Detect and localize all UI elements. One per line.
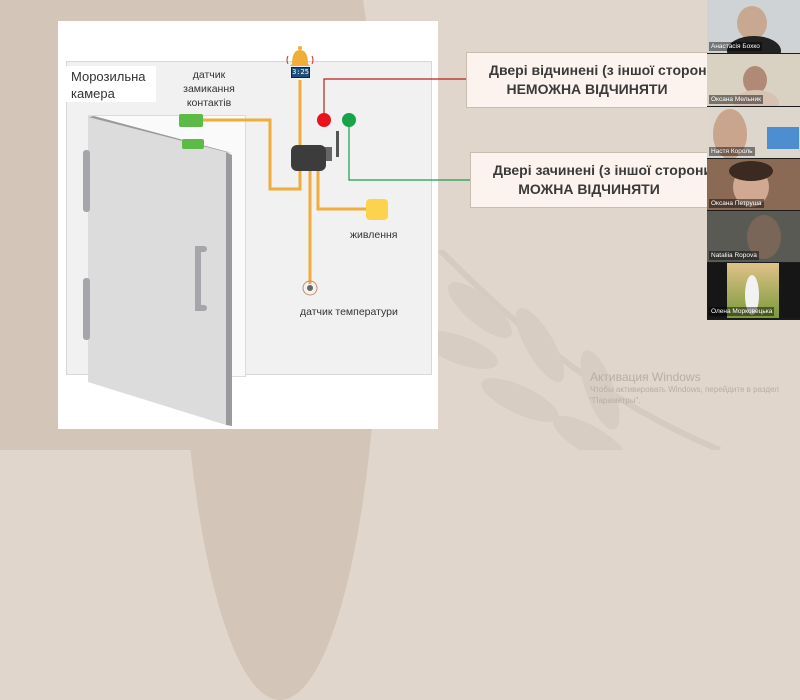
participant-name: Олена Морковецька [709,307,775,316]
callout-door-closed-line2: МОЖНА ВІДЧИНЯТИ [518,181,660,197]
temperature-sensor-label: датчик температури [300,306,398,318]
participant-name: Настя Король [709,147,755,156]
participant-name: Анастасія Бохко [709,42,762,51]
leaf-decoration [422,250,722,450]
participant-name: Оксана Мельник [709,95,763,104]
contact-sensor-door [182,139,204,149]
windows-activation-watermark: Активация Windows Чтобы активировать Win… [590,370,790,406]
clock-display: 3:25 [291,67,310,78]
participant-name: Nataliia Ropova [709,251,759,260]
freezer-label: Морозильна камера [71,69,146,101]
participant-tile[interactable]: Анастасія Бохко [707,0,800,53]
green-signal-line [348,120,472,181]
freezer-label-box [66,66,156,102]
callout-door-open: Двері відчинені (з іншої сторони) НЕМОЖН… [466,52,708,108]
callout-door-closed-line1: Двері зачинені (з іншої сторони) [493,162,708,178]
participant-tile[interactable]: Настя Король [707,107,800,158]
contact-sensor-label: датчик замикання контактів [183,69,235,109]
watermark-text: Чтобы активировать Windows, перейдите в … [590,385,779,405]
participant-tile[interactable]: Nataliia Ropova [707,211,800,262]
participant-tile[interactable]: Олена Морковецька [707,263,800,318]
wiring-diagram [83,46,472,426]
door-hinge-bottom [83,278,90,340]
door-handle [195,246,207,311]
gsm-controller-icon [291,131,339,171]
red-signal-line [323,78,468,120]
callout-door-closed: Двері зачинені (з іншої сторони) МОЖНА В… [470,152,708,208]
door-icon [83,116,232,426]
contact-sensor-frame [179,114,203,127]
wires [203,80,368,284]
participant-tile[interactable]: Оксана Мельник [707,54,800,106]
green-indicator-icon [342,113,356,127]
power-supply-icon [366,199,388,220]
door-hinge-top [83,150,90,212]
power-label: живлення [350,229,398,241]
participant-name: Оксана Петруша [709,199,764,208]
temperature-sensor-icon [302,280,318,296]
callout-door-open-line2: НЕМОЖНА ВІДЧИНЯТИ [506,81,668,97]
red-indicator-icon [317,113,331,127]
watermark-title: Активация Windows [590,370,701,384]
callout-door-open-line1: Двері відчинені (з іншої сторони) [489,62,708,78]
bell-icon [286,46,314,66]
participant-tile[interactable]: Оксана Петруша [707,159,800,210]
